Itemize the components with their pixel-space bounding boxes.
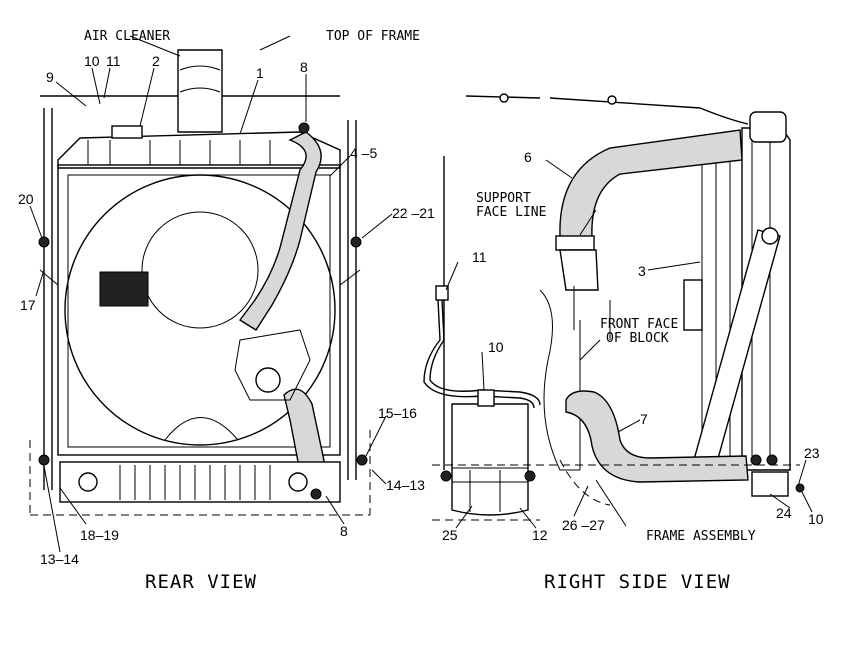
rear-view [29, 35, 393, 553]
air-cleaner-label: AIR CLEANER [84, 29, 170, 44]
air-cleaner [177, 49, 223, 133]
rear-callout-22-21: 22 –21 [392, 205, 435, 221]
drain-valve [751, 471, 789, 497]
front-face-label-2: OF BLOCK [606, 331, 669, 346]
side-callout-10-right: 10 [808, 511, 824, 527]
side-callout-12: 12 [532, 527, 548, 543]
rear-callout-17: 17 [20, 297, 36, 313]
top-of-frame-label: TOP OF FRAME [326, 29, 420, 44]
support-face-label-1: SUPPORT [476, 191, 531, 206]
radiator-shroud [57, 164, 341, 456]
side-callout-6: 6 [524, 149, 532, 165]
rear-callout-20: 20 [18, 191, 34, 207]
side-callout-7: 7 [640, 411, 648, 427]
fan-blade-side [683, 279, 703, 331]
rear-view-caption: REAR VIEW [145, 571, 257, 593]
rear-callout-10: 10 [84, 53, 100, 69]
side-callout-24: 24 [776, 505, 792, 521]
side-callout-11: 11 [472, 249, 487, 265]
support-face-label-2: FACE LINE [476, 205, 546, 220]
fan-shroud-ring [64, 174, 336, 446]
front-face-label-1: FRONT FACE [600, 317, 678, 332]
overflow-tube [429, 299, 541, 406]
fan-hub [141, 211, 259, 329]
rear-callout-8-bottom: 8 [340, 523, 348, 539]
left-support [43, 108, 53, 490]
rear-callout-11: 11 [106, 53, 121, 69]
rear-callout-1: 1 [256, 65, 264, 81]
side-callout-23: 23 [804, 445, 820, 461]
side-callout-3: 3 [638, 263, 646, 279]
right-support [347, 120, 357, 480]
rear-callout-8-top: 8 [300, 59, 308, 75]
side-lower-hose [565, 390, 749, 483]
rear-callout-14-13: 14–13 [386, 477, 425, 493]
radiator-cap [111, 125, 143, 139]
side-callout-26-27: 26 –27 [562, 517, 605, 533]
side-callout-25: 25 [442, 527, 458, 543]
right-side-view [423, 93, 813, 529]
frame-assembly-label: FRAME ASSEMBLY [646, 529, 756, 544]
rear-callout-15-16: 15–16 [378, 405, 417, 421]
coolant-reservoir [451, 403, 529, 516]
upper-hose [238, 131, 322, 331]
rear-callout-4-5: 4 –5 [350, 145, 377, 161]
rear-callout-18-19: 18–19 [80, 527, 119, 543]
side-radiator-cap [749, 111, 787, 143]
rear-callout-13-14: 13–14 [40, 551, 79, 567]
right-side-view-caption: RIGHT SIDE VIEW [544, 571, 731, 593]
rear-callout-2: 2 [152, 53, 160, 69]
radiator-core-detail [99, 271, 149, 307]
overflow-line [465, 95, 749, 125]
rear-callout-9: 9 [46, 69, 54, 85]
side-upper-hose [559, 129, 743, 239]
side-callout-10-mid: 10 [488, 339, 504, 355]
water-pump [255, 367, 281, 393]
